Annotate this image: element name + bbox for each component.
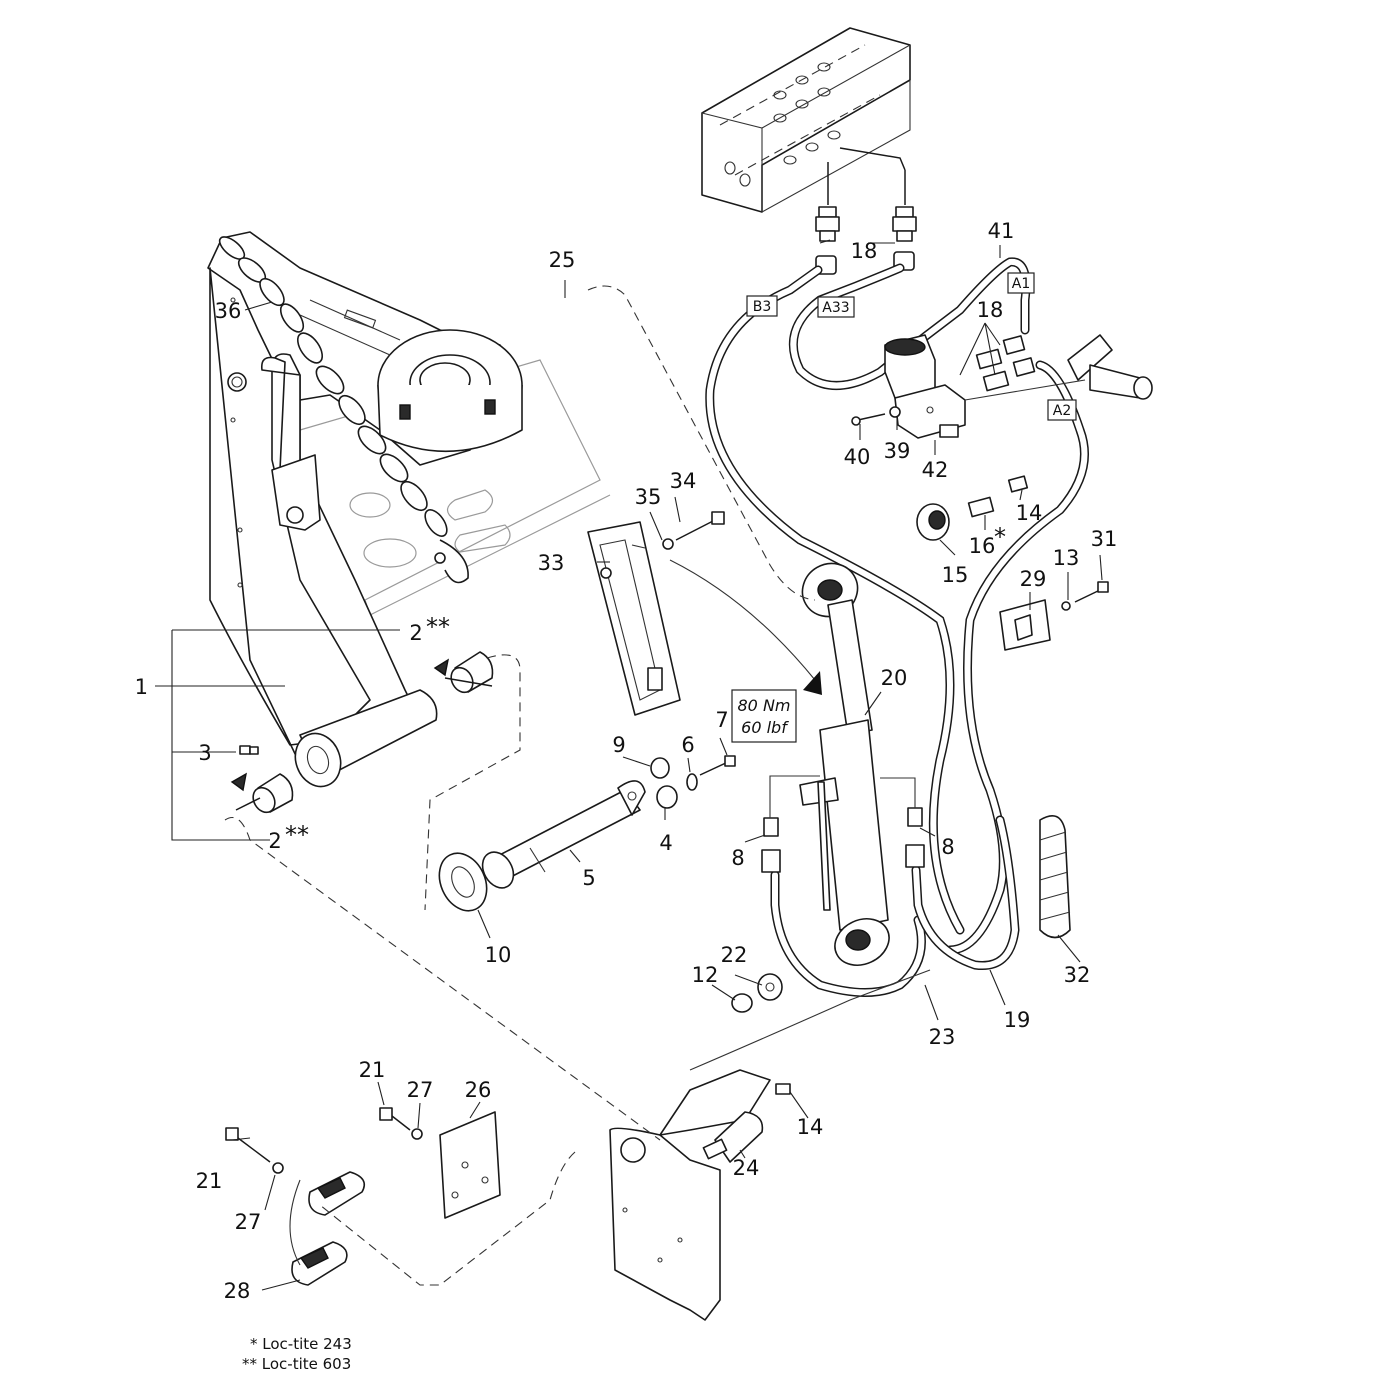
callout-12: 12 bbox=[692, 963, 719, 987]
callout-26: 26 bbox=[465, 1078, 492, 1102]
valve-block bbox=[701, 27, 911, 213]
double-star-upper: ** bbox=[426, 613, 450, 641]
callout-29: 29 bbox=[1020, 567, 1047, 591]
callout-15: 15 bbox=[942, 563, 969, 587]
callout-27-upper: 27 bbox=[407, 1078, 434, 1102]
torque-metric: 80 Nm bbox=[738, 696, 791, 715]
callout-40: 40 bbox=[844, 445, 871, 469]
bolt-21-washer-27-upper bbox=[379, 1107, 423, 1140]
washer-22-nut-12 bbox=[731, 973, 783, 1013]
fittings-8 bbox=[761, 775, 925, 873]
callout-1: 1 bbox=[135, 675, 148, 699]
double-star-lower: ** bbox=[285, 821, 309, 849]
assembly-arrow bbox=[803, 671, 822, 695]
washer-10 bbox=[438, 852, 488, 912]
callout-41: 41 bbox=[988, 219, 1015, 243]
callout-23: 23 bbox=[929, 1025, 956, 1049]
callout-25: 25 bbox=[549, 248, 576, 272]
callout-24: 24 bbox=[733, 1156, 760, 1180]
pin-5 bbox=[481, 780, 646, 889]
swing-arm bbox=[207, 231, 523, 466]
grease-nipple-3 bbox=[239, 745, 259, 755]
bolt-34-washer-35 bbox=[662, 511, 725, 550]
callout-4: 4 bbox=[659, 831, 672, 855]
callout-28: 28 bbox=[224, 1279, 251, 1303]
callout-36: 36 bbox=[215, 299, 242, 323]
hose-tag-a2-label: A2 bbox=[1053, 403, 1071, 419]
pads-28 bbox=[291, 1171, 366, 1286]
callout-2-upper: 2 bbox=[409, 621, 422, 645]
callout-22: 22 bbox=[721, 943, 748, 967]
hose-tag-b3: B3 bbox=[746, 295, 778, 317]
note-loctite-243: * Loc-tite 243 bbox=[250, 1335, 352, 1353]
note-loctite-603: ** Loc-tite 603 bbox=[242, 1355, 351, 1373]
hose-tag-a33: A33 bbox=[817, 296, 855, 318]
callout-16: 16 bbox=[969, 534, 996, 558]
bracket-33 bbox=[587, 521, 681, 716]
callout-9: 9 bbox=[612, 733, 625, 757]
hose-tag-a2: A2 bbox=[1047, 399, 1077, 421]
screw-40-washer-39 bbox=[851, 406, 901, 426]
bushings-15-16-14 bbox=[916, 475, 1029, 541]
callout-31: 31 bbox=[1091, 527, 1118, 551]
callout-labels: 1 2 ** 2 ** 3 4 5 6 7 8 8 9 10 12 13 14 … bbox=[135, 219, 1118, 1303]
spiral-guard-32 bbox=[1039, 814, 1071, 939]
footnotes: * Loc-tite 243 ** Loc-tite 603 bbox=[242, 1335, 352, 1373]
plate-26 bbox=[439, 1111, 501, 1219]
callout-27-lower: 27 bbox=[235, 1210, 262, 1234]
grease-nipple-14-lower bbox=[775, 1083, 791, 1095]
callout-33: 33 bbox=[538, 551, 565, 575]
torque-spec-box: 80 Nm 60 lbf bbox=[731, 689, 797, 743]
callout-34: 34 bbox=[670, 469, 697, 493]
buffer-24 bbox=[702, 1111, 764, 1163]
clamp-29-bolt-31 bbox=[999, 581, 1109, 651]
chain-36 bbox=[218, 236, 469, 584]
control-handle bbox=[964, 334, 1153, 401]
callout-42: 42 bbox=[922, 458, 949, 482]
callout-21-upper: 21 bbox=[359, 1058, 386, 1082]
lower-bracket bbox=[609, 1069, 771, 1321]
callout-39: 39 bbox=[884, 439, 911, 463]
leader-lines bbox=[155, 239, 1103, 1291]
callout-19: 19 bbox=[1004, 1008, 1031, 1032]
callout-10: 10 bbox=[485, 943, 512, 967]
single-star: * bbox=[994, 523, 1006, 551]
callout-8-left: 8 bbox=[731, 846, 744, 870]
callout-14-lower: 14 bbox=[797, 1115, 824, 1139]
hose-tag-a1: A1 bbox=[1007, 272, 1035, 294]
nut-4-washer-9 bbox=[650, 755, 736, 809]
callout-21-lower: 21 bbox=[196, 1169, 223, 1193]
callout-6: 6 bbox=[681, 733, 694, 757]
post-1 bbox=[209, 267, 438, 788]
fitting-18-lower bbox=[975, 335, 1036, 392]
callout-35: 35 bbox=[635, 485, 662, 509]
callout-13: 13 bbox=[1053, 546, 1080, 570]
cylinder-20 bbox=[799, 562, 890, 966]
torque-imperial: 60 lbf bbox=[741, 718, 789, 737]
hose-tag-a33-label: A33 bbox=[822, 300, 849, 316]
callout-14-upper: 14 bbox=[1016, 501, 1043, 525]
callout-5: 5 bbox=[582, 866, 595, 890]
solenoid-valve-42 bbox=[884, 334, 966, 439]
callout-7: 7 bbox=[715, 708, 728, 732]
hose-tag-a1-label: A1 bbox=[1012, 276, 1030, 292]
hose-tag-b3-label: B3 bbox=[753, 299, 772, 315]
hydraulic-hoses bbox=[705, 257, 1089, 997]
callout-18-upper: 18 bbox=[851, 239, 878, 263]
callout-20: 20 bbox=[881, 666, 908, 690]
callout-8-right: 8 bbox=[941, 835, 954, 859]
bushing-2-upper bbox=[433, 651, 494, 694]
bolt-21-washer-27-lower bbox=[225, 1127, 284, 1174]
callout-2-lower: 2 bbox=[268, 829, 281, 853]
bushing-2-lower bbox=[230, 772, 294, 814]
callout-32: 32 bbox=[1064, 963, 1091, 987]
callout-18-lower: 18 bbox=[977, 298, 1004, 322]
callout-3: 3 bbox=[198, 741, 211, 765]
